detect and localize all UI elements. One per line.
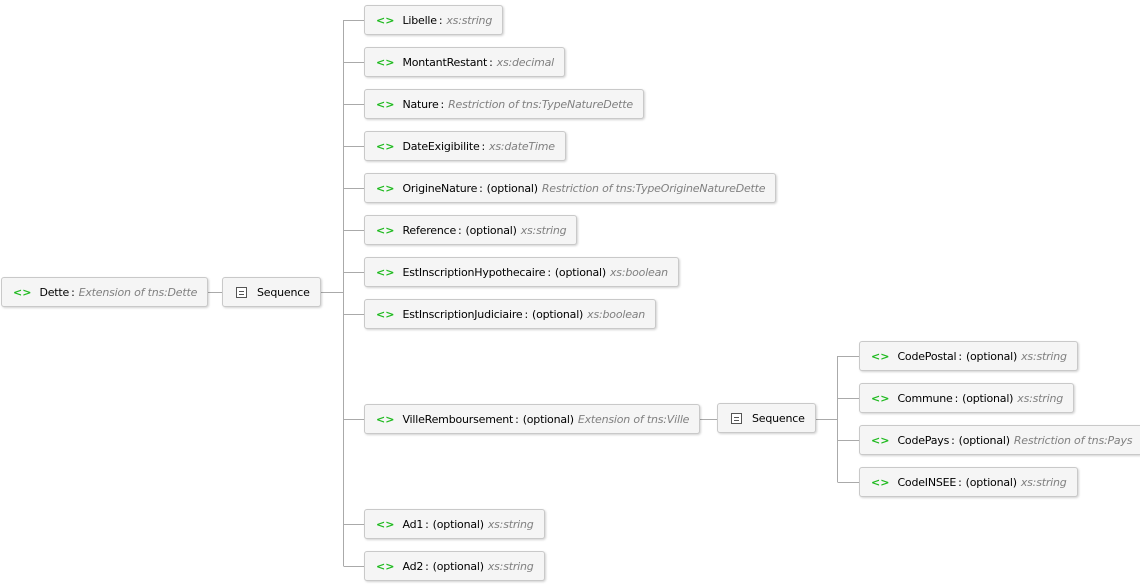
element-type: xs:string bbox=[1017, 391, 1064, 405]
element-ad2[interactable]: <> Ad2:(optional)xs:string bbox=[364, 551, 545, 581]
element-type: Restriction of tns:Pays bbox=[1013, 433, 1133, 447]
element-dette[interactable]: <> Dette : Extension of tns:Dette bbox=[1, 277, 209, 307]
element-icon: <> bbox=[376, 223, 395, 237]
optional-marker: (optional) bbox=[522, 412, 574, 426]
separator: : bbox=[524, 307, 528, 321]
element-type: Restriction of tns:TypeOrigineNatureDett… bbox=[541, 181, 766, 195]
element-codepays[interactable]: <> CodePays:(optional)Restriction of tns:… bbox=[859, 425, 1140, 455]
separator: : bbox=[958, 475, 962, 489]
element-ad1[interactable]: <> Ad1:(optional)xs:string bbox=[364, 509, 545, 539]
element-estinscriptionhypothecaire[interactable]: <> EstInscriptionHypothecaire:(optional) x… bbox=[364, 257, 679, 287]
sequence-label: Sequence bbox=[752, 411, 805, 425]
element-icon: <> bbox=[871, 349, 890, 363]
element-icon: <> bbox=[871, 433, 890, 447]
element-name: Ad2 bbox=[402, 559, 424, 573]
element-name: Ad1 bbox=[402, 517, 424, 531]
sequence-icon bbox=[731, 412, 742, 424]
element-type: xs:string bbox=[487, 559, 534, 573]
element-icon: <> bbox=[376, 139, 395, 153]
separator: : bbox=[71, 285, 75, 299]
element-estinscriptionjudiciaire[interactable]: <> EstInscriptionJudiciaire:(optional)xs:… bbox=[364, 299, 657, 329]
element-commune[interactable]: <> Commune:(optional)xs:string bbox=[859, 383, 1075, 413]
element-icon: <> bbox=[376, 307, 395, 321]
separator: : bbox=[479, 181, 483, 195]
element-type: Extension of tns:Dette bbox=[78, 285, 198, 299]
element-icon: <> bbox=[376, 517, 395, 531]
element-name: Dette bbox=[39, 285, 70, 299]
element-name: CodeINSEE bbox=[897, 475, 957, 489]
sequence-ville[interactable]: Sequence bbox=[717, 403, 816, 433]
element-name: OrigineNature bbox=[402, 181, 478, 195]
sequence-label: Sequence bbox=[257, 285, 310, 299]
element-type: xs:string bbox=[1021, 349, 1067, 363]
optional-marker: (optional) bbox=[965, 349, 1018, 363]
element-name: VilleRemboursement bbox=[402, 412, 514, 426]
element-icon: <> bbox=[871, 475, 890, 489]
sequence-dette[interactable]: Sequence bbox=[222, 277, 321, 307]
element-name: Reference bbox=[402, 223, 457, 237]
element-icon: <> bbox=[376, 13, 395, 27]
separator: : bbox=[425, 559, 429, 573]
separator: : bbox=[438, 13, 443, 27]
element-montantrestant[interactable]: <> MontantRestant:xs:decimal bbox=[364, 47, 565, 77]
element-type: xs:string bbox=[446, 13, 493, 27]
element-codepostal[interactable]: <> CodePostal:(optional)xs:string bbox=[859, 341, 1078, 371]
element-name: Libelle bbox=[402, 13, 437, 27]
element-type: xs:string bbox=[487, 517, 534, 531]
element-icon: <> bbox=[376, 412, 395, 426]
element-type: Extension of tns:Ville bbox=[577, 412, 690, 426]
separator: : bbox=[440, 97, 445, 111]
separator: : bbox=[458, 223, 462, 237]
separator: : bbox=[489, 55, 493, 69]
separator: : bbox=[958, 349, 962, 363]
element-type: xs:dateTime bbox=[489, 139, 555, 153]
sequence-icon bbox=[236, 286, 247, 298]
optional-marker: (optional) bbox=[465, 223, 517, 237]
separator: : bbox=[425, 517, 429, 531]
element-type: xs:string bbox=[520, 223, 567, 237]
element-villeremboursement[interactable]: <> VilleRemboursement:(optional)Extension… bbox=[364, 404, 701, 434]
element-type: xs:boolean bbox=[587, 307, 646, 321]
separator: : bbox=[547, 265, 551, 279]
optional-marker: (optional) bbox=[531, 307, 584, 321]
element-name: EstInscriptionJudiciaire bbox=[402, 307, 523, 321]
separator: : bbox=[515, 412, 519, 426]
element-name: EstInscriptionHypothecaire bbox=[402, 265, 546, 279]
element-icon: <> bbox=[376, 265, 395, 279]
element-icon: <> bbox=[13, 285, 32, 299]
element-originenature[interactable]: <> OrigineNature:(optional)Restriction of… bbox=[364, 173, 777, 203]
element-libelle[interactable]: <> Libelle:xs:string bbox=[364, 5, 504, 35]
element-icon: <> bbox=[376, 55, 395, 69]
element-type: xs:string bbox=[1020, 475, 1067, 489]
optional-marker: (optional) bbox=[554, 265, 606, 279]
element-icon: <> bbox=[376, 97, 395, 111]
optional-marker: (optional) bbox=[958, 433, 1010, 447]
separator: : bbox=[954, 391, 959, 405]
optional-marker: (optional) bbox=[432, 517, 484, 531]
separator: : bbox=[951, 433, 955, 447]
element-name: Nature bbox=[402, 97, 439, 111]
separator: : bbox=[481, 139, 486, 153]
optional-marker: (optional) bbox=[432, 559, 484, 573]
optional-marker: (optional) bbox=[486, 181, 538, 195]
element-name: CodePays bbox=[897, 433, 950, 447]
element-codeinsee[interactable]: <> CodeINSEE:(optional)xs:string bbox=[859, 467, 1078, 497]
element-type: xs:boolean bbox=[610, 265, 668, 279]
element-reference[interactable]: <> Reference:(optional)xs:string bbox=[364, 215, 578, 245]
element-type: Restriction of tns:TypeNatureDette bbox=[448, 97, 633, 111]
optional-marker: (optional) bbox=[962, 391, 1014, 405]
element-name: Commune bbox=[897, 391, 953, 405]
element-icon: <> bbox=[376, 181, 395, 195]
element-type: xs:decimal bbox=[496, 55, 555, 69]
element-dateexigibilite[interactable]: <> DateExigibilite:xs:dateTime bbox=[364, 131, 566, 161]
element-icon: <> bbox=[376, 559, 395, 573]
element-name: MontantRestant bbox=[402, 55, 488, 69]
element-name: DateExigibilite bbox=[402, 139, 480, 153]
element-name: CodePostal bbox=[897, 349, 957, 363]
element-nature[interactable]: <> Nature:Restriction of tns:TypeNatureDe… bbox=[364, 89, 644, 119]
optional-marker: (optional) bbox=[965, 475, 1017, 489]
element-icon: <> bbox=[871, 391, 890, 405]
